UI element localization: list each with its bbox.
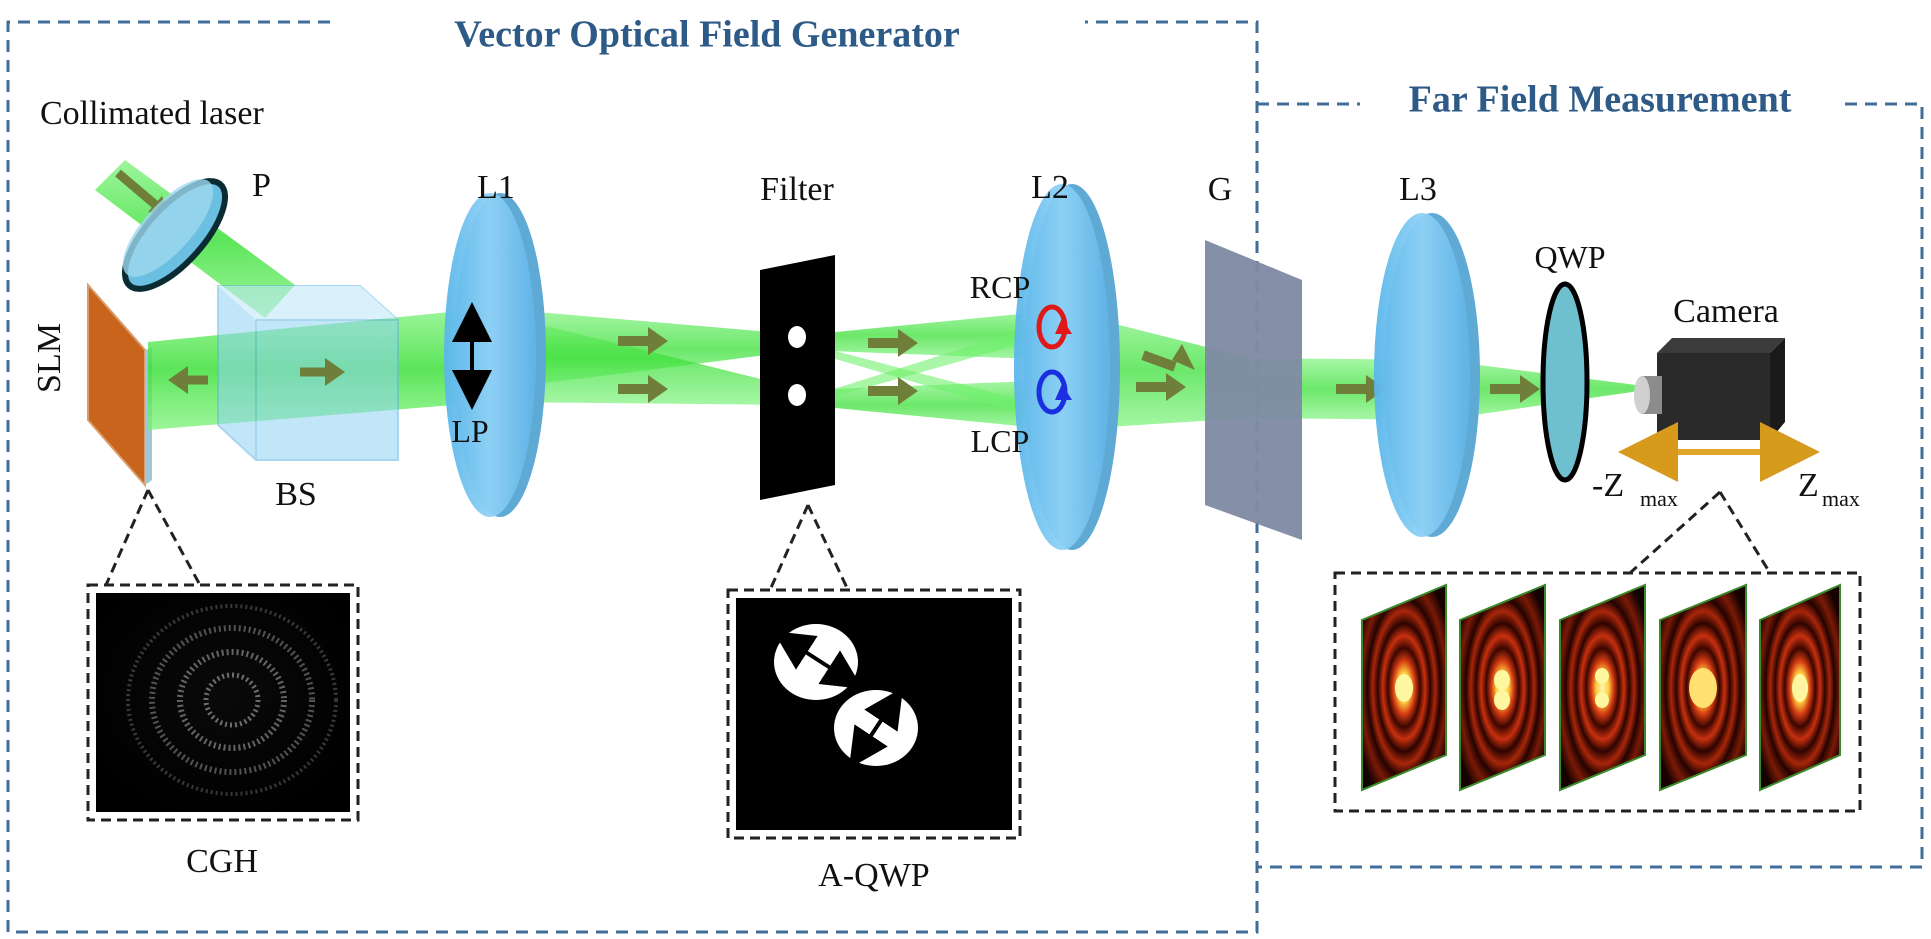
arrow-to-slm-head xyxy=(168,366,188,394)
far-field-callout-line-left xyxy=(1628,490,1722,575)
label-collimated-laser: Collimated laser xyxy=(40,95,264,132)
lens-l1 xyxy=(444,193,546,517)
aqwp-mask-image xyxy=(736,598,1012,830)
pos-z-text: Z xyxy=(1798,467,1819,504)
camera xyxy=(1634,338,1785,440)
label-filter: Filter xyxy=(760,171,834,208)
beam-crossing-2 xyxy=(805,318,1060,405)
far-field-panel xyxy=(1459,583,1546,792)
arrow-bs-right-head xyxy=(325,358,345,386)
label-beam-splitter: BS xyxy=(275,476,317,513)
filter-hole-lower xyxy=(788,384,806,406)
label-slm: SLM xyxy=(31,323,68,393)
label-camera: Camera xyxy=(1673,293,1779,330)
label-aqwp: A-QWP xyxy=(818,857,929,894)
label-cgh: CGH xyxy=(186,843,258,880)
far-field-panel xyxy=(1659,583,1747,792)
lens-l2 xyxy=(1014,184,1120,550)
far-field-callout-line-right xyxy=(1718,491,1772,574)
label-rcp: RCP xyxy=(970,269,1030,305)
filter-plate xyxy=(760,255,835,500)
filter-hole-upper xyxy=(788,326,806,348)
label-l3: L3 xyxy=(1399,171,1437,208)
neg-z-subscript: max xyxy=(1640,486,1678,511)
polarizer-face xyxy=(122,179,214,277)
label-l1: L1 xyxy=(477,169,515,206)
qwp-plate xyxy=(1540,281,1590,483)
far-field-panel xyxy=(1759,583,1841,792)
far-field-inset-frame xyxy=(1333,571,1862,813)
label-pos-zmax: Z max xyxy=(1798,467,1860,511)
beam-crossing-1 xyxy=(805,343,1060,425)
pos-z-subscript: max xyxy=(1822,486,1860,511)
aqwp-inset-frame xyxy=(726,588,1022,840)
aqwp-callout-line-left xyxy=(768,504,810,591)
label-lcp: LCP xyxy=(971,423,1030,459)
beam-lower-to-filter xyxy=(490,312,805,405)
far-field-frame xyxy=(1257,102,1924,869)
cgh-callout-line-left xyxy=(104,489,150,586)
lcp-indicator xyxy=(1036,369,1072,415)
slm-panel xyxy=(87,282,146,488)
label-polarizer: P xyxy=(252,167,271,204)
grating xyxy=(1205,240,1302,540)
label-grating: G xyxy=(1208,171,1233,208)
label-neg-zmax: -Z max xyxy=(1592,467,1678,511)
aqwp-callout-line-right xyxy=(806,504,850,591)
generator-title: Vector Optical Field Generator xyxy=(454,14,960,56)
cgh-hologram-image xyxy=(96,593,350,812)
label-qwp: QWP xyxy=(1534,239,1605,275)
far-field-panels xyxy=(1361,583,1841,792)
cgh-callout-line-right xyxy=(146,489,202,586)
far-field-panel xyxy=(1361,583,1447,792)
label-l2: L2 xyxy=(1031,169,1069,206)
neg-z-text: -Z xyxy=(1592,467,1624,504)
far-field-panel xyxy=(1559,583,1646,792)
beam-arrows-right xyxy=(1136,344,1540,403)
lens-l3 xyxy=(1374,213,1480,537)
far-field-title: Far Field Measurement xyxy=(1409,79,1792,121)
generator-frame xyxy=(6,20,1259,934)
label-lp: LP xyxy=(451,413,488,449)
rcp-indicator xyxy=(1036,304,1072,350)
beam-arrows-middle xyxy=(618,327,918,405)
input-arrow xyxy=(115,169,161,211)
cgh-inset-frame xyxy=(86,583,360,822)
